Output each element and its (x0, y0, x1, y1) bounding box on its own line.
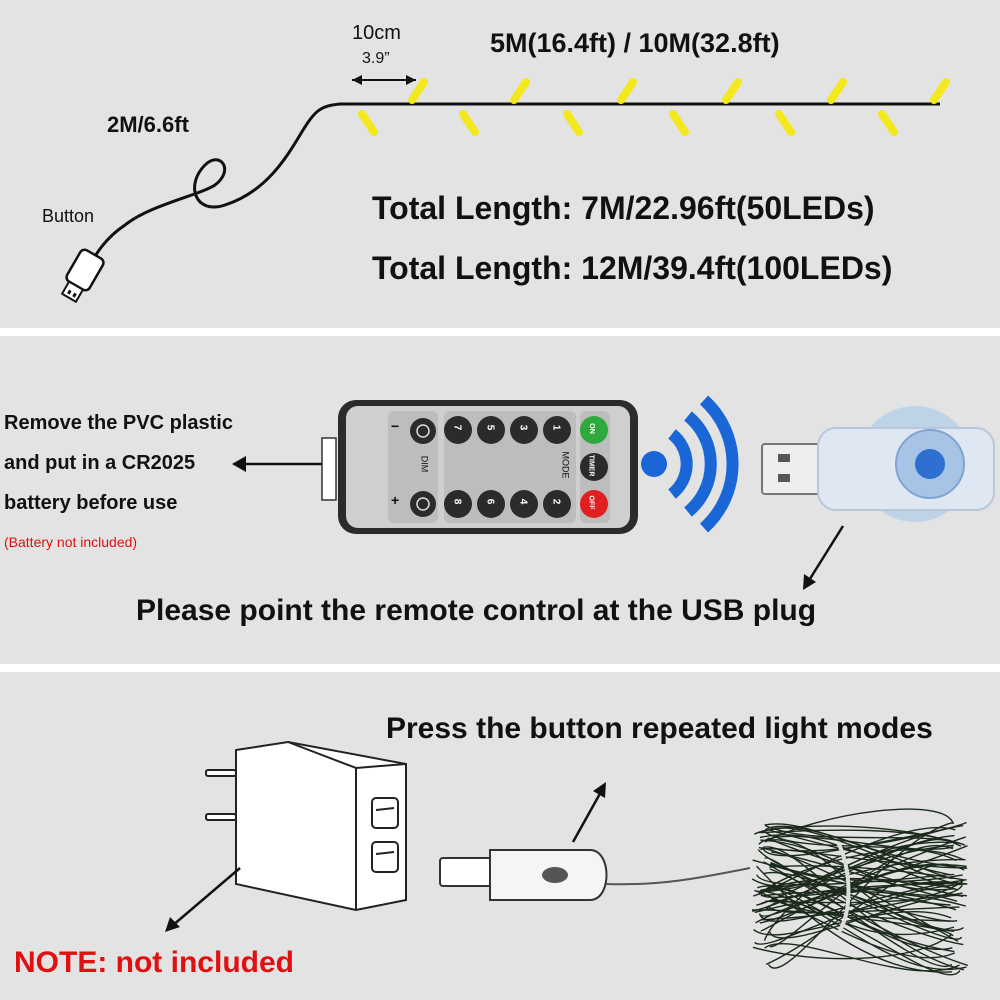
led-bulb (408, 78, 428, 104)
mode-number-button[interactable] (444, 416, 472, 444)
battery-arrow-icon (232, 456, 330, 472)
led-bulb (827, 78, 847, 104)
adapter-illustration (165, 740, 969, 976)
usb-plug-icon (60, 248, 105, 304)
usb-instruction: Please point the remote control at the U… (136, 594, 817, 627)
press-button-instruction: Press the button repeated light modes (386, 712, 933, 745)
mode-number-label: 7 (451, 424, 463, 431)
dim-down-button (410, 418, 436, 444)
mode-number-button[interactable] (543, 490, 571, 518)
off-button (580, 490, 608, 518)
press-arrow-icon (571, 782, 606, 843)
mode-number-button[interactable] (477, 416, 505, 444)
battery-note: (Battery not included) (4, 534, 138, 550)
mode-button (542, 867, 568, 883)
spacing-arrow-icon (352, 75, 416, 85)
mode-number-button[interactable] (510, 490, 538, 518)
usb-to-lights-cable (605, 867, 751, 886)
spacing-inch-label: 3.9” (362, 50, 390, 67)
battery-tab (321, 437, 337, 501)
mode-number-label: 5 (484, 424, 496, 431)
signal-waves-icon (668, 395, 739, 533)
dim-plus-label: + (391, 492, 400, 508)
total-length-100-led: Total Length: 12M/39.4ft(100LEDs) (372, 250, 893, 286)
led-bulb (358, 110, 378, 136)
lead-cable-label: 2M/6.6ft (107, 112, 189, 137)
mode-number-label: 8 (451, 498, 463, 505)
led-bulb (775, 110, 795, 136)
mode-number-button[interactable] (444, 490, 472, 518)
dim-label: DIM (419, 455, 430, 473)
mode-number-button[interactable] (477, 490, 505, 518)
remote-control-panel: − + DIM MODE ON TIMER OFF 7 5 3 1 8 6 4 2 Remov… (0, 336, 1000, 664)
led-bulb (722, 78, 742, 104)
mode-number-label: 1 (550, 424, 562, 431)
signal-dot-icon (641, 451, 667, 477)
off-label: OFF (587, 495, 595, 510)
led-bulb (510, 78, 530, 104)
led-bulb (617, 78, 637, 104)
led-bulb (669, 110, 689, 136)
led-bulb (563, 110, 583, 136)
timer-label: TIMER (587, 454, 595, 477)
mode-number-label: 2 (550, 498, 562, 505)
mode-label: MODE (560, 451, 571, 479)
not-included-note: NOTE: not included (14, 946, 294, 979)
led-bulb (459, 110, 479, 136)
string-length-label: 5M(16.4ft) / 10M(32.8ft) (490, 28, 780, 58)
remote-illustration (232, 395, 995, 590)
button-label: Button (42, 206, 95, 226)
power-adapter-panel: Press the button repeated light modes NO… (0, 672, 1000, 1000)
lead-cable (78, 102, 940, 286)
led-bulb (878, 110, 898, 136)
power-adapter-icon (205, 740, 407, 912)
mode-number-label: 4 (517, 498, 529, 505)
battery-instruction-line1: Remove the PVC plastic (4, 412, 233, 434)
usb-receiver-icon (761, 406, 995, 522)
mode-number-button[interactable] (510, 416, 538, 444)
spacing-cm-label: 10cm (352, 22, 401, 44)
mode-number-button[interactable] (543, 416, 571, 444)
on-label: ON (587, 423, 595, 434)
on-button (580, 416, 608, 444)
led-bulbs (358, 78, 950, 136)
led-wire-bundle-icon (751, 808, 969, 976)
usb-receiver-button (915, 449, 945, 479)
usb-button-module-icon (439, 849, 608, 901)
dim-minus-label: − (391, 418, 400, 434)
mode-buttons (444, 416, 571, 518)
battery-instruction-line3: battery before use (4, 492, 178, 514)
mode-number-label: 6 (484, 498, 496, 505)
note-arrow-icon (165, 867, 241, 932)
dim-up-button (410, 491, 436, 517)
timer-button (580, 453, 608, 481)
led-string-illustration (60, 75, 950, 304)
total-length-50-led: Total Length: 7M/22.96ft(50LEDs) (372, 190, 875, 226)
led-bulb (930, 78, 950, 104)
string-length-panel: 10cm 3.9” 5M(16.4ft) / 10M(32.8ft) 2M/6.… (0, 0, 1000, 328)
instruction-arrow-icon (803, 525, 845, 590)
mode-number-label: 3 (517, 424, 529, 431)
battery-instruction-line2: and put in a CR2025 (4, 452, 196, 474)
